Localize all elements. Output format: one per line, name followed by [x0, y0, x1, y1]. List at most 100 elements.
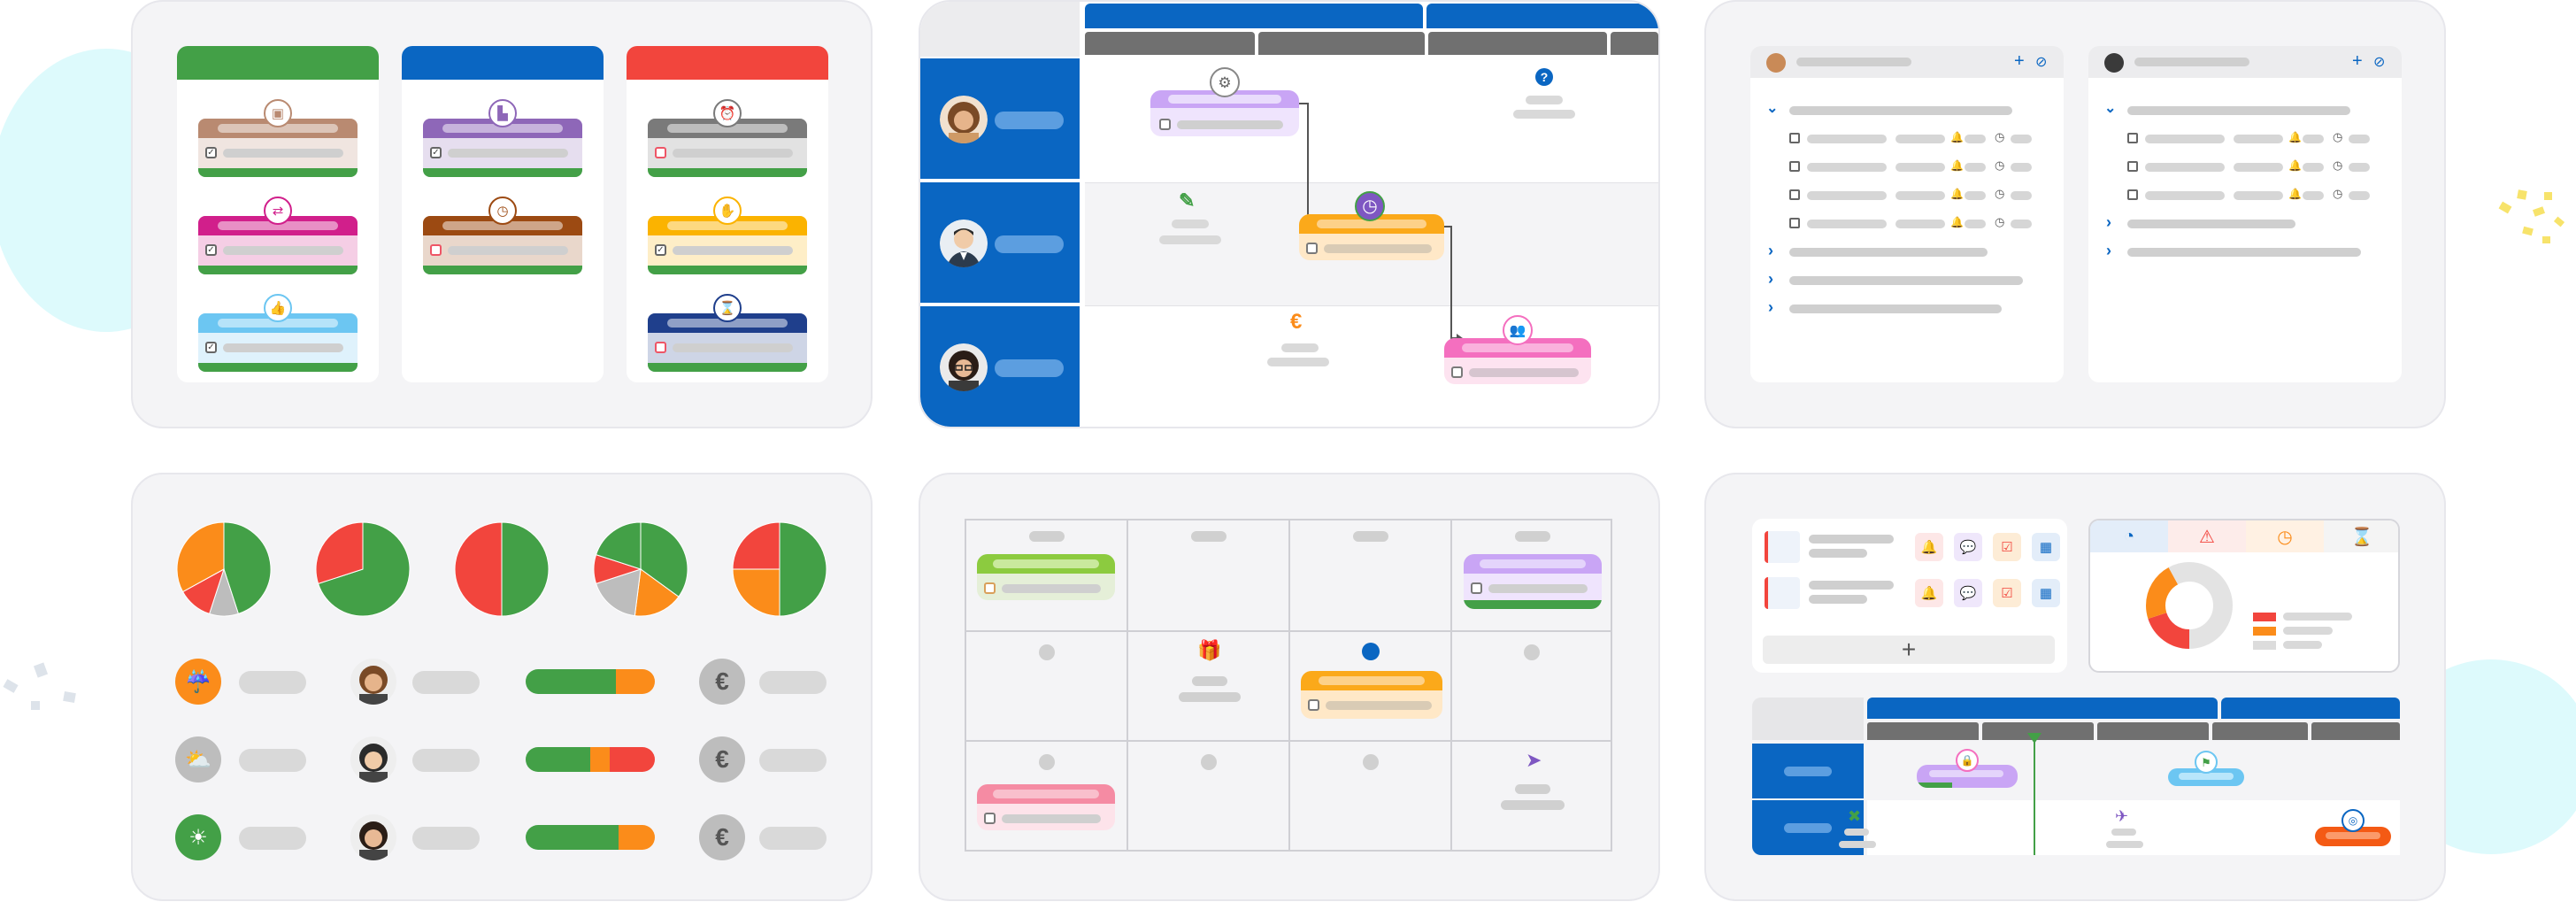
task-card[interactable]: ✓: [423, 119, 582, 177]
calendar-event-green[interactable]: [977, 554, 1115, 600]
notif-sub-placeholder: [1809, 595, 1867, 604]
tree-item-meta: [1895, 220, 1945, 228]
tree-checkbox[interactable]: [1789, 133, 1800, 143]
add-icon[interactable]: +: [2352, 51, 2363, 71]
planner-sub-period[interactable]: [1428, 32, 1607, 55]
planner-period-header-1[interactable]: [1085, 4, 1423, 28]
checkbox-icon[interactable]: ☑: [1993, 579, 2021, 607]
legend-swatch: [2253, 613, 2276, 621]
task-checkbox[interactable]: [655, 147, 666, 158]
calendar-icon[interactable]: ▦: [2032, 579, 2060, 607]
eye-off-icon[interactable]: ⊘: [2373, 55, 2386, 70]
task-title-placeholder: [218, 319, 338, 328]
gantt-sub-period[interactable]: [2097, 722, 2209, 740]
pie-slice: [315, 521, 364, 585]
task-desc-placeholder: [223, 343, 343, 352]
add-row-button[interactable]: +: [1763, 636, 2055, 664]
task-card[interactable]: ✓: [648, 216, 807, 274]
planner-sub-period[interactable]: [1258, 32, 1425, 55]
task-checkbox[interactable]: [655, 342, 666, 353]
add-icon[interactable]: +: [2014, 51, 2025, 71]
calendar-event-orange[interactable]: [1301, 671, 1442, 719]
pie-slice: [595, 568, 642, 617]
gift-icon: 🎁: [1197, 639, 1222, 661]
kanban-column-header[interactable]: [402, 46, 604, 80]
eye-off-icon[interactable]: ⊘: [2035, 55, 2048, 70]
task-card[interactable]: ✓: [198, 119, 358, 177]
chevron-right-icon[interactable]: ›: [1768, 270, 1773, 288]
partly-cloudy-icon: ⛅: [175, 736, 221, 783]
task-title-placeholder: [667, 319, 788, 328]
calendar-icon[interactable]: ▦: [2032, 533, 2060, 561]
planner-sub-period[interactable]: [1611, 32, 1658, 55]
chat-icon[interactable]: 💬: [1954, 533, 1982, 561]
task-checkbox[interactable]: ✓: [205, 147, 217, 158]
tree-item-meta: [2349, 191, 2370, 200]
tree-checkbox[interactable]: [1789, 189, 1800, 200]
tree-item-meta: [1895, 135, 1945, 143]
planner-period-header-2[interactable]: [1426, 4, 1658, 28]
task-card[interactable]: [648, 119, 807, 177]
pie-chart: [315, 521, 411, 617]
status-label-placeholder: [239, 827, 306, 850]
planner-task-orange[interactable]: [1299, 214, 1444, 260]
pie-slice: [732, 568, 780, 617]
day-label: [1191, 531, 1226, 542]
gantt-sub-period[interactable]: [2212, 722, 2308, 740]
task-card[interactable]: [648, 313, 807, 372]
chevron-right-icon[interactable]: ›: [2106, 242, 2111, 259]
chevron-right-icon[interactable]: ›: [1768, 242, 1773, 259]
tab-warning[interactable]: ⚠: [2168, 520, 2247, 552]
chevron-down-icon[interactable]: ⌄: [2104, 101, 2117, 116]
task-checkbox[interactable]: ✓: [655, 244, 666, 256]
chevron-right-icon[interactable]: ›: [2106, 213, 2111, 231]
task-card[interactable]: ✓: [198, 216, 358, 274]
tab-clock[interactable]: ◷: [2246, 520, 2325, 552]
progress-segment: [526, 825, 619, 850]
gantt-sub-period[interactable]: [1982, 722, 2094, 740]
chevron-down-icon[interactable]: ⌄: [1766, 101, 1779, 116]
tree-item-meta: [1965, 220, 1986, 228]
kanban-column-header[interactable]: [627, 46, 828, 80]
progress-segment: [526, 669, 617, 694]
task-card[interactable]: ✓: [198, 313, 358, 372]
bell-icon[interactable]: 🔔: [1915, 533, 1943, 561]
tree-checkbox[interactable]: [1789, 161, 1800, 172]
resource-name-1: [995, 112, 1064, 129]
tree-checkbox[interactable]: [2127, 161, 2138, 172]
kanban-column-header[interactable]: [177, 46, 379, 80]
tree-checkbox[interactable]: [1789, 218, 1800, 228]
task-desc-placeholder: [448, 149, 568, 158]
planner-task-pink[interactable]: [1444, 338, 1591, 384]
gantt-sub-period[interactable]: [1867, 722, 1979, 740]
bell-icon: 🔔: [1950, 188, 1964, 200]
clock-icon: ◷: [1995, 130, 2005, 143]
gantt-task-blue[interactable]: [2168, 768, 2244, 786]
tree-item-meta: [2349, 135, 2370, 143]
task-checkbox[interactable]: ✓: [205, 342, 217, 353]
calendar-event-pink[interactable]: [977, 784, 1115, 830]
task-checkbox[interactable]: ✓: [430, 147, 442, 158]
gantt-task-orange[interactable]: [2315, 827, 2391, 846]
progress-segment: [609, 747, 655, 772]
tree-checkbox[interactable]: [2127, 133, 2138, 143]
calendar-event-purple[interactable]: [1464, 554, 1602, 609]
euro-icon: €: [699, 736, 745, 783]
avatar: [1766, 53, 1786, 73]
gantt-period-1[interactable]: [1867, 698, 2218, 719]
task-card[interactable]: [423, 216, 582, 274]
planner-task-purple[interactable]: [1150, 90, 1299, 136]
task-checkbox[interactable]: [430, 244, 442, 256]
planner-sub-period[interactable]: [1085, 32, 1255, 55]
tab-pie[interactable]: ◔: [2090, 520, 2169, 552]
chat-icon[interactable]: 💬: [1954, 579, 1982, 607]
bell-icon[interactable]: 🔔: [1915, 579, 1943, 607]
tree-checkbox[interactable]: [2127, 189, 2138, 200]
progress-segment: [619, 825, 655, 850]
gantt-sub-period[interactable]: [2311, 722, 2400, 740]
task-checkbox[interactable]: ✓: [205, 244, 217, 256]
checkbox-icon[interactable]: ☑: [1993, 533, 2021, 561]
chevron-right-icon[interactable]: ›: [1768, 298, 1773, 316]
gantt-period-2[interactable]: [2221, 698, 2400, 719]
tab-hourglass[interactable]: ⌛: [2324, 520, 2398, 552]
